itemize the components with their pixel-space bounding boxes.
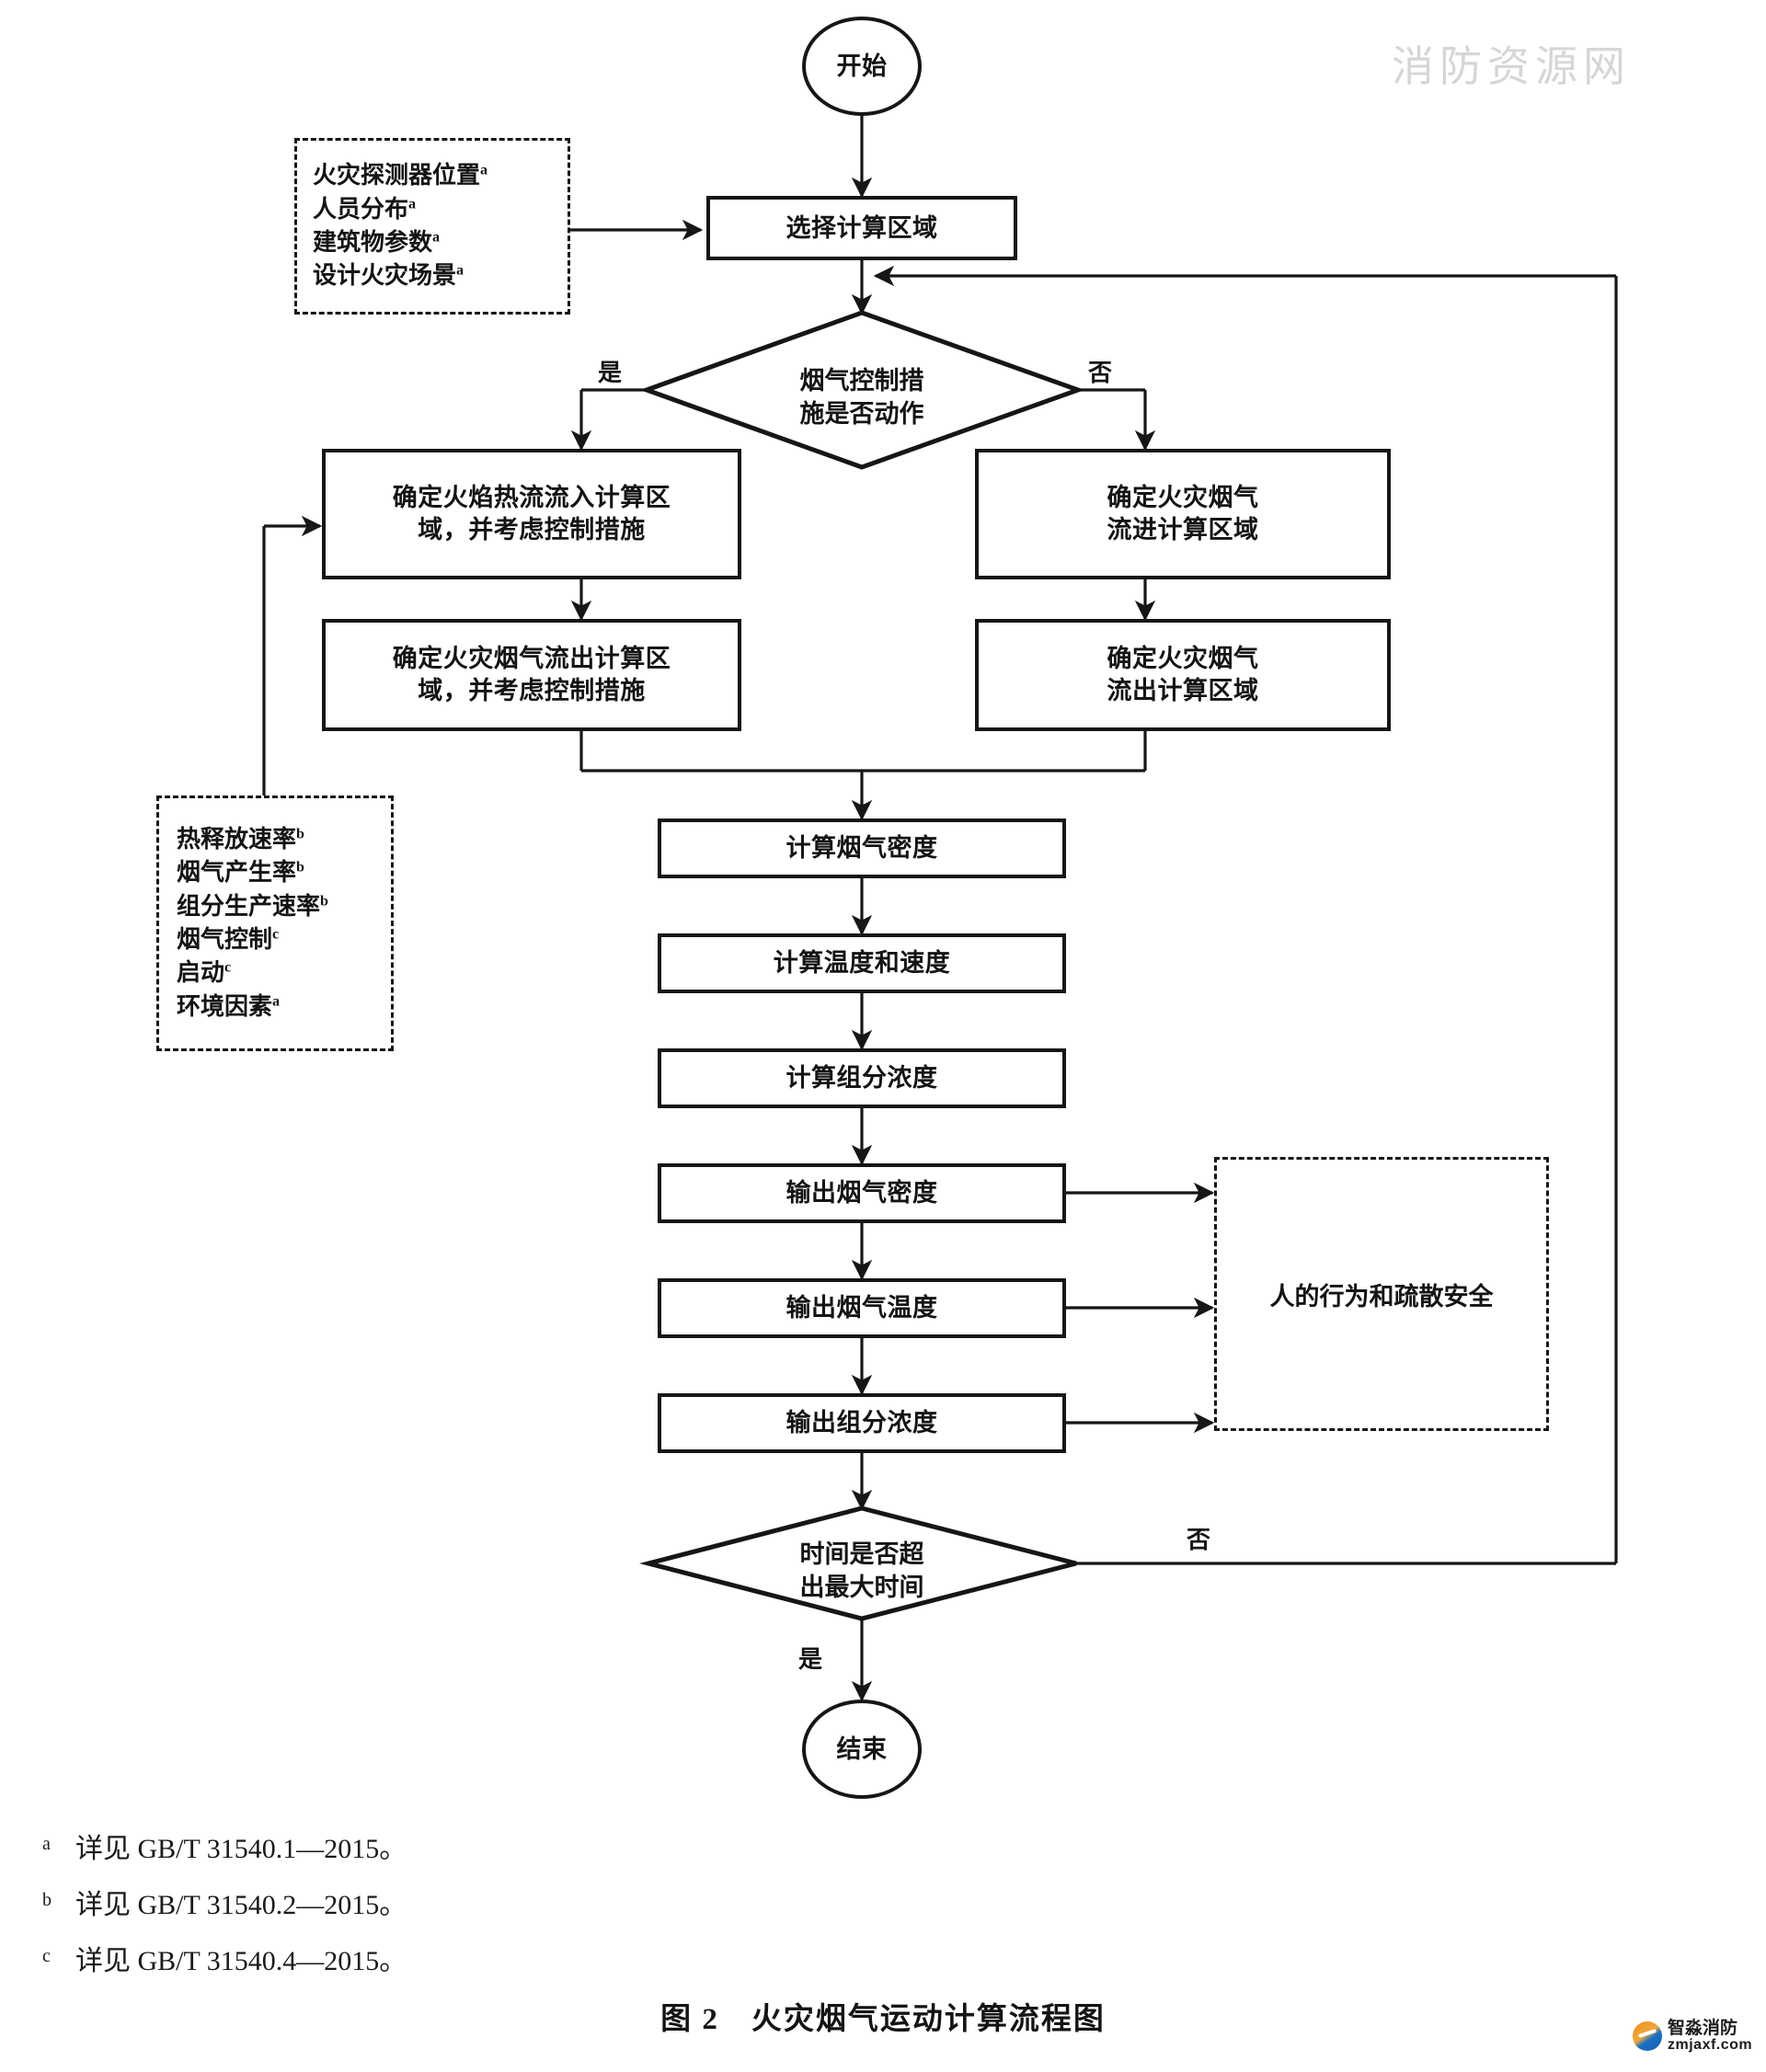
node-smoke-outflow[interactable]: 确定火灾烟气 流出计算区域 <box>975 619 1391 731</box>
list-item: 组分生产速率b <box>177 890 388 923</box>
node-smoke-outflow-with-control[interactable]: 确定火灾烟气流出计算区 域，并考虑控制措施 <box>322 619 741 731</box>
footnotes: a 详见 GB/T 31540.1—2015。 b 详见 GB/T 31540.… <box>42 1826 870 1994</box>
inputs-left-item-2-sup: b <box>320 892 328 909</box>
decision-time-line1: 时间是否超 <box>799 1540 924 1568</box>
footnote-item: a 详见 GB/T 31540.1—2015。 <box>42 1826 870 1882</box>
node-heat-inflow-line2: 域，并考虑控制措施 <box>418 516 646 544</box>
inputs-left-item-2-text: 组分生产速率 <box>177 892 321 920</box>
inputs-top-item-1-sup: a <box>408 195 417 212</box>
node-heat-inflow-with-control[interactable]: 确定火焰热流流入计算区 域，并考虑控制措施 <box>322 449 741 579</box>
inputs-left-item-5-text: 环境因素 <box>177 992 273 1020</box>
dashed-group-human-behavior[interactable] <box>1214 1157 1549 1431</box>
node-smoke-inflow-line2: 流进计算区域 <box>1107 516 1259 544</box>
list-item: 启动c <box>177 956 388 990</box>
list-item: 设计火灾场景a <box>313 259 563 292</box>
node-output-smoke-temperature[interactable]: 输出烟气温度 <box>658 1278 1066 1338</box>
list-item: 热释放速率b <box>177 823 388 856</box>
node-calc-species-concentration-label: 计算组分浓度 <box>786 1064 938 1093</box>
inputs-left-item-1-sup: b <box>296 859 304 876</box>
inputs-top-list: 火灾探测器位置a 人员分布a 建筑物参数a 设计火灾场景a <box>313 138 563 315</box>
logo-url: zmjaxf.com <box>1668 2036 1753 2053</box>
node-smoke-outflow-ctrl-line1: 确定火灾烟气流出计算区 <box>392 645 671 673</box>
list-item: 人员分布a <box>313 193 563 226</box>
node-calc-smoke-density-label: 计算烟气密度 <box>786 834 938 863</box>
inputs-left-item-5-sup: a <box>272 993 281 1010</box>
node-smoke-outflow-ctrl-line2: 域，并考虑控制措施 <box>418 677 646 704</box>
inputs-left-item-0-text: 热释放速率 <box>177 825 297 853</box>
footnote-text: 详见 GB/T 31540.4—2015。 <box>75 1946 407 1976</box>
edge-label-smoke-yes: 是 <box>598 360 623 386</box>
edge-label-smoke-no: 否 <box>1088 360 1113 386</box>
inputs-left-item-4-sup: c <box>224 959 232 976</box>
node-heat-inflow-line1: 确定火焰热流流入计算区 <box>392 484 671 512</box>
edge-label-time-no: 否 <box>1187 1527 1211 1553</box>
list-item: 烟气控制c <box>177 923 388 956</box>
decision-smoke-control-shape <box>639 310 1085 470</box>
inputs-left-list: 热释放速率b 烟气产生率b 组分生产速率b 烟气控制c 启动c 环境因素a <box>177 796 388 1051</box>
inputs-top-item-1-text: 人员分布 <box>313 195 409 223</box>
list-item: 火灾探测器位置a <box>313 159 563 192</box>
node-output-species-concentration-label: 输出组分浓度 <box>786 1409 938 1437</box>
footnote-mark: c <box>42 1946 51 1966</box>
dashed-group-inputs-top[interactable] <box>294 138 570 315</box>
inputs-left-item-3-text: 烟气控制 <box>177 926 273 953</box>
list-item: 烟气产生率b <box>177 856 388 889</box>
inputs-top-item-0-text: 火灾探测器位置 <box>313 162 481 189</box>
list-item: 环境因素a <box>177 990 388 1024</box>
inputs-top-item-3-text: 设计火灾场景 <box>313 262 457 290</box>
node-start-label: 开始 <box>836 52 888 80</box>
dashed-group-inputs-left[interactable] <box>156 796 394 1051</box>
node-output-species-concentration[interactable]: 输出组分浓度 <box>658 1393 1066 1453</box>
footnote-mark: b <box>42 1890 52 1910</box>
node-select-region-label: 选择计算区域 <box>786 213 938 242</box>
human-behavior-label: 人的行为和疏散安全 <box>1269 1282 1494 1311</box>
edge-label-time-yes: 是 <box>798 1646 823 1673</box>
list-item: 建筑物参数a <box>313 226 563 259</box>
site-logo[interactable]: 智淼消防 zmjaxf.com <box>1633 2020 1752 2054</box>
watermark-text: 消防资源网 <box>1392 42 1631 90</box>
footnote-text: 详见 GB/T 31540.1—2015。 <box>75 1834 407 1864</box>
node-calc-temp-velocity-label: 计算温度和速度 <box>773 949 951 978</box>
inputs-left-item-4-text: 启动 <box>177 959 225 987</box>
node-output-smoke-temperature-label: 输出烟气温度 <box>786 1294 938 1322</box>
inputs-left-item-0-sup: b <box>296 826 304 842</box>
node-output-smoke-density[interactable]: 输出烟气密度 <box>658 1163 1066 1223</box>
decision-smoke-control-line1: 烟气控制措 <box>799 367 924 395</box>
footnote-text: 详见 GB/T 31540.2—2015。 <box>75 1890 407 1920</box>
decision-time-line2: 出最大时间 <box>799 1574 924 1602</box>
node-end[interactable]: 结束 <box>802 1700 922 1799</box>
footnote-mark: a <box>42 1834 51 1854</box>
inputs-top-item-2-sup: a <box>432 229 441 246</box>
node-calc-temp-velocity[interactable]: 计算温度和速度 <box>658 933 1066 993</box>
inputs-top-item-2-text: 建筑物参数 <box>313 229 433 256</box>
decision-time-label: 时间是否超 出最大时间 <box>770 1538 954 1604</box>
logo-mark-icon <box>1633 2021 1662 2052</box>
node-smoke-inflow[interactable]: 确定火灾烟气 流进计算区域 <box>975 449 1391 579</box>
decision-time-shape <box>639 1505 1077 1621</box>
node-smoke-outflow-line1: 确定火灾烟气 <box>1107 645 1259 673</box>
node-smoke-outflow-line2: 流出计算区域 <box>1107 677 1259 704</box>
decision-smoke-control-label: 烟气控制措 施是否动作 <box>770 364 954 430</box>
node-calc-smoke-density[interactable]: 计算烟气密度 <box>658 818 1066 878</box>
footnote-item: c 详见 GB/T 31540.4—2015。 <box>42 1938 870 1994</box>
footnote-item: b 详见 GB/T 31540.2—2015。 <box>42 1882 870 1938</box>
node-end-label: 结束 <box>836 1734 888 1763</box>
logo-name: 智淼消防 <box>1668 2019 1738 2038</box>
inputs-top-item-0-sup: a <box>480 162 488 178</box>
node-calc-species-concentration[interactable]: 计算组分浓度 <box>658 1048 1066 1108</box>
node-smoke-inflow-line1: 确定火灾烟气 <box>1107 484 1259 512</box>
node-select-region[interactable]: 选择计算区域 <box>706 196 1017 260</box>
inputs-left-item-3-sup: c <box>272 926 280 943</box>
logo-text: 智淼消防 zmjaxf.com <box>1668 2020 1752 2054</box>
figure-caption: 图 2 火灾烟气运动计算流程图 <box>660 2003 1106 2036</box>
decision-smoke-control-line2: 施是否动作 <box>799 400 924 429</box>
node-start[interactable]: 开始 <box>802 17 922 116</box>
node-output-smoke-density-label: 输出烟气密度 <box>786 1179 938 1208</box>
inputs-top-item-3-sup: a <box>456 262 464 279</box>
inputs-left-item-1-text: 烟气产生率 <box>177 859 297 887</box>
